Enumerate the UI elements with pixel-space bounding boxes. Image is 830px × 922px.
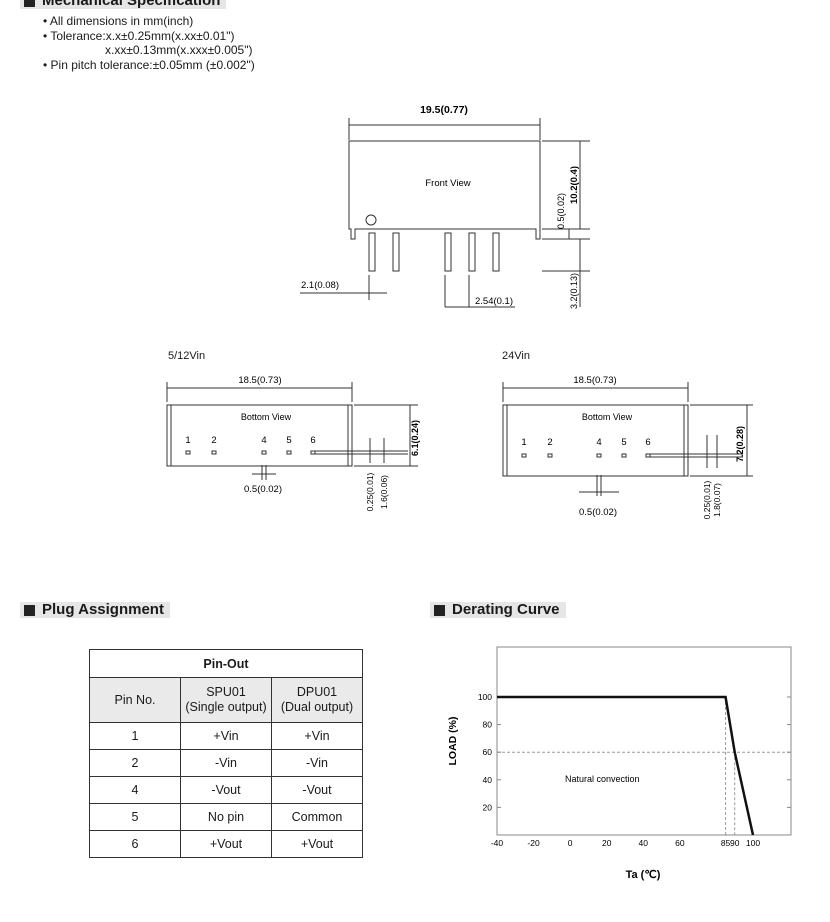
- pin-number: 2: [547, 437, 552, 448]
- chart-annotation: Natural convection: [565, 774, 640, 784]
- y-tick-label: 20: [483, 802, 493, 812]
- bottom-left-view-label: Bottom View: [241, 412, 292, 422]
- x-tick-label: -20: [527, 838, 540, 848]
- table-cell: -Vout: [271, 776, 363, 804]
- front-view-drawing: 19.5(0.77) Front View 10.2(0.4) 0.5(0.02…: [300, 104, 590, 309]
- bottom-view-caption-right: 24Vin: [502, 350, 530, 362]
- bottom-right-width-dim: 18.5(0.73): [573, 375, 616, 386]
- pin-number: 1: [185, 435, 190, 446]
- table-cell: +Vout: [180, 830, 272, 858]
- pin-number: 2: [211, 435, 216, 446]
- table-cell: 6: [89, 830, 181, 858]
- bottom-left-width-dim: 18.5(0.73): [238, 375, 281, 386]
- front-width-dim: 19.5(0.77): [420, 104, 468, 116]
- pin-number: 1: [521, 437, 526, 448]
- table-cell: No pin: [180, 803, 272, 831]
- square-bullet-icon: [434, 605, 445, 616]
- bottom-left-pin-dim: 0.5(0.02): [244, 484, 282, 495]
- front-height-dim: 10.2(0.4): [569, 166, 580, 204]
- x-tick-label: -40: [491, 838, 504, 848]
- note-item: • All dimensions in mm(inch): [43, 14, 194, 28]
- column-header-pin-no: Pin No.: [89, 677, 181, 723]
- front-view-label: Front View: [425, 178, 470, 189]
- section-header-mechanical: Mechanical Specification: [20, 0, 227, 9]
- section-header-derating: Derating Curve: [430, 602, 566, 618]
- x-tick-label: 40: [639, 838, 649, 848]
- x-tick-label: 60: [675, 838, 685, 848]
- section-title: Plug Assignment: [42, 601, 164, 618]
- bottom-right-view-label: Bottom View: [582, 412, 633, 422]
- section-title: Derating Curve: [452, 601, 560, 618]
- section-header-plug: Plug Assignment: [20, 602, 170, 618]
- bottom-left-dim-a: 0.25(0.01): [365, 472, 375, 511]
- bottom-view-caption-left: 5/12Vin: [168, 350, 206, 362]
- x-tick-label: 100: [746, 838, 760, 848]
- table-cell: -Vout: [180, 776, 272, 804]
- table-cell: +Vin: [271, 722, 363, 750]
- x-tick-label: 0: [568, 838, 573, 848]
- y-tick-label: 100: [478, 692, 492, 702]
- x-tick-label: 90: [730, 838, 740, 848]
- front-edge-dim: 2.1(0.08): [301, 280, 339, 291]
- pin-number: 6: [310, 435, 315, 446]
- bottom-left-dim-b: 1.6(0.06): [379, 475, 389, 509]
- table-cell: 4: [89, 776, 181, 804]
- bottom-right-dim-b: 1.8(0.07): [712, 483, 722, 517]
- section-title: Mechanical Specification: [42, 0, 221, 9]
- note-item: • Tolerance:x.x±0.25mm(x.xx±0.01"): [43, 28, 235, 43]
- front-standoff-dim: 0.5(0.02): [556, 193, 566, 229]
- table-row: 5 No pin Common: [89, 803, 363, 831]
- table-row: 6 +Vout +Vout: [89, 830, 363, 858]
- table-row: 4 -Vout -Vout: [89, 776, 363, 804]
- pinout-table: Pin-Out Pin No. SPU01(Single output) DPU…: [89, 649, 363, 858]
- x-tick-label: 85: [721, 838, 731, 848]
- y-tick-label: 60: [483, 747, 493, 757]
- table-row: 1 +Vin +Vin: [89, 722, 363, 750]
- dimension-notes: • All dimensions in mm(inch) • Tolerance…: [43, 14, 255, 72]
- y-tick-label: 80: [483, 720, 493, 730]
- table-cell: +Vout: [271, 830, 363, 858]
- table-cell: -Vin: [271, 749, 363, 777]
- column-header-dpu01: DPU01(Dual output): [271, 677, 363, 723]
- pin-number: 4: [596, 437, 601, 448]
- pin-number: 5: [621, 437, 626, 448]
- bottom-right-thickness-dim: 7.2(0.28): [735, 426, 745, 462]
- pin-number: 6: [645, 437, 650, 448]
- derating-series-line: [497, 695, 755, 836]
- plot-frame: [496, 646, 792, 836]
- pinout-table-title: Pin-Out: [89, 649, 363, 678]
- y-axis-label: LOAD (%): [447, 717, 459, 766]
- bottom-left-thickness-dim: 6.1(0.24): [410, 420, 420, 456]
- table-cell: 2: [89, 749, 181, 777]
- square-bullet-icon: [24, 605, 35, 616]
- table-row: 2 -Vin -Vin: [89, 749, 363, 777]
- bottom-view-left-drawing: 18.5(0.73) Bottom View 1 2 4 5 6 6.1(0.2…: [166, 375, 420, 511]
- table-cell: Common: [271, 803, 363, 831]
- note-item: • Pin pitch tolerance:±0.05mm (±0.002"): [43, 57, 255, 72]
- square-bullet-icon: [24, 0, 35, 7]
- pin-number: 4: [261, 435, 266, 446]
- x-axis-label: Ta (℃): [626, 869, 661, 881]
- table-cell: -Vin: [180, 749, 272, 777]
- x-tick-label: 20: [602, 838, 612, 848]
- column-header-spu01: SPU01(Single output): [180, 677, 272, 723]
- bottom-right-dim-a: 0.25(0.01): [702, 480, 712, 519]
- table-cell: 1: [89, 722, 181, 750]
- note-item: x.xx±0.13mm(x.xxx±0.005"): [105, 43, 253, 57]
- y-tick-label: 40: [483, 775, 493, 785]
- front-pitch-dim: 2.54(0.1): [475, 296, 513, 307]
- table-cell: 5: [89, 803, 181, 831]
- pin-number: 5: [286, 435, 291, 446]
- table-cell: +Vin: [180, 722, 272, 750]
- bottom-right-pin-dim: 0.5(0.02): [579, 507, 617, 518]
- bottom-view-right-drawing: 18.5(0.73) Bottom View 1 2 4 5 6 7.2(0.2…: [502, 375, 753, 519]
- front-pin-length-dim: 3.2(0.13): [569, 273, 579, 309]
